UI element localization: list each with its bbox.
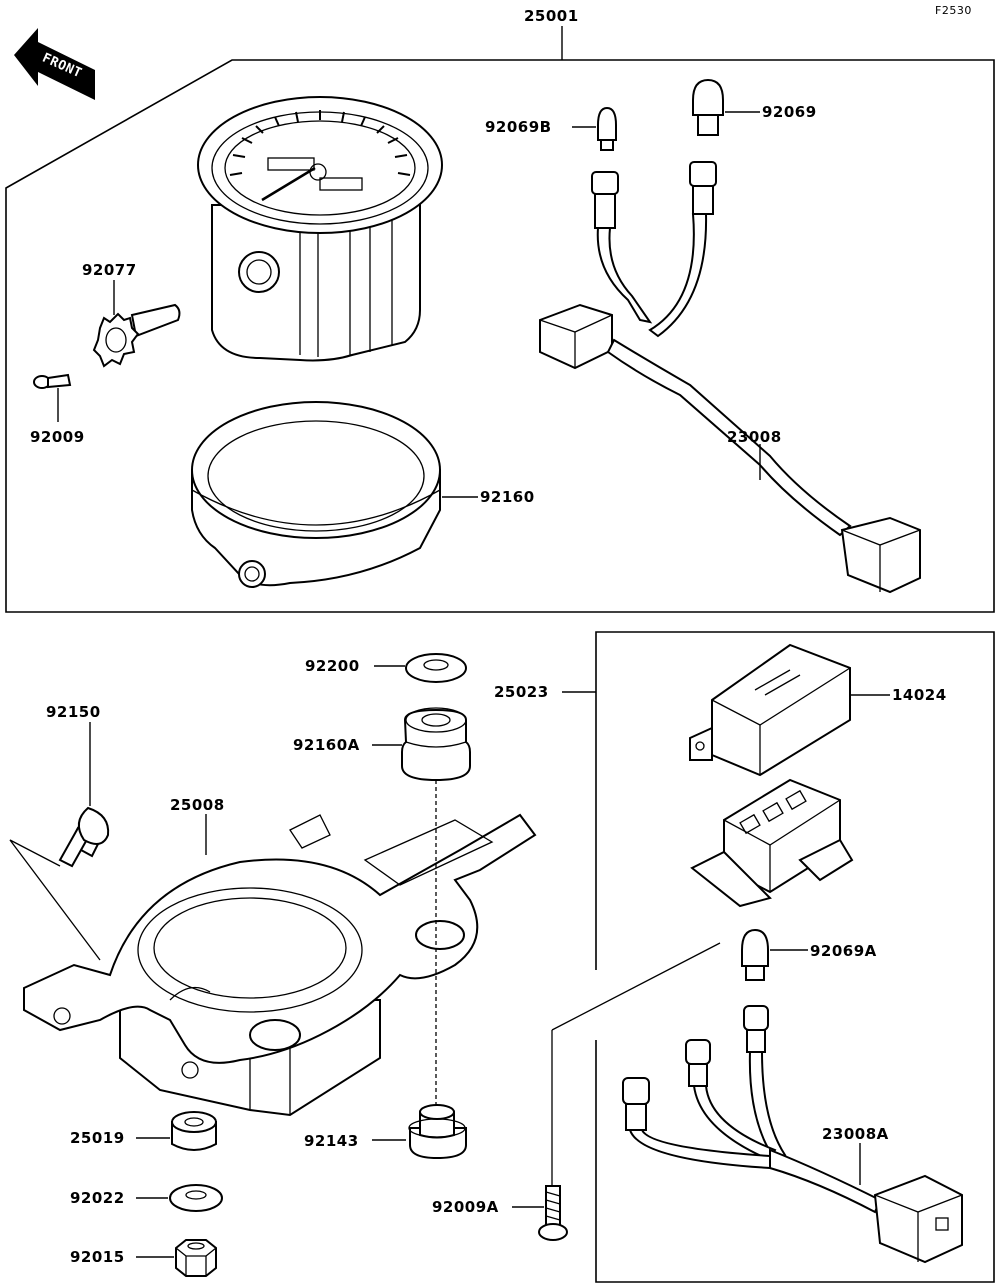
label-92160: 92160 <box>480 488 535 506</box>
collar-part <box>171 1111 217 1151</box>
figure-code: F2530 <box>935 4 972 17</box>
washer-part <box>169 1184 223 1212</box>
bracket-part <box>23 813 537 1117</box>
speedometer <box>197 96 443 362</box>
label-92150: 92150 <box>46 703 101 721</box>
front-arrow-icon: FRONT <box>14 28 95 100</box>
label-25023: 25023 <box>494 683 549 701</box>
label-92143: 92143 <box>304 1132 359 1150</box>
label-92022: 92022 <box>70 1189 125 1207</box>
label-92009: 92009 <box>30 428 85 446</box>
gear-part <box>92 303 181 368</box>
bulb-part <box>692 78 724 136</box>
bulb-a-part <box>741 928 769 981</box>
upper-assembly-frame <box>5 59 995 613</box>
harness <box>539 161 921 594</box>
label-14024: 14024 <box>892 686 947 704</box>
label-92077: 92077 <box>82 261 137 279</box>
sub-assembly-frame <box>595 631 995 1283</box>
grommet-part <box>401 707 471 782</box>
label-23008A: 23008A <box>822 1125 889 1143</box>
washer-top-part <box>405 653 467 683</box>
label-92069A: 92069A <box>810 942 877 960</box>
cover-part <box>689 643 851 777</box>
label-92069B: 92069B <box>485 118 552 136</box>
label-92009A: 92009A <box>432 1198 499 1216</box>
bolt-part <box>58 806 110 868</box>
label-92069: 92069 <box>762 103 817 121</box>
spacer-part <box>408 1104 467 1160</box>
label-92200: 92200 <box>305 657 360 675</box>
case-ring <box>191 401 441 588</box>
label-25008: 25008 <box>170 796 225 814</box>
label-25001: 25001 <box>524 7 579 25</box>
unit-part <box>690 778 854 908</box>
label-23008: 23008 <box>727 428 782 446</box>
screw-a-part <box>538 1185 568 1241</box>
label-92160A: 92160A <box>293 736 360 754</box>
label-92015: 92015 <box>70 1248 125 1266</box>
nut-part <box>175 1239 217 1277</box>
harness-a <box>622 1005 963 1264</box>
label-25019: 25019 <box>70 1129 125 1147</box>
bulb-b-part <box>597 106 617 151</box>
screw-part <box>33 373 72 389</box>
